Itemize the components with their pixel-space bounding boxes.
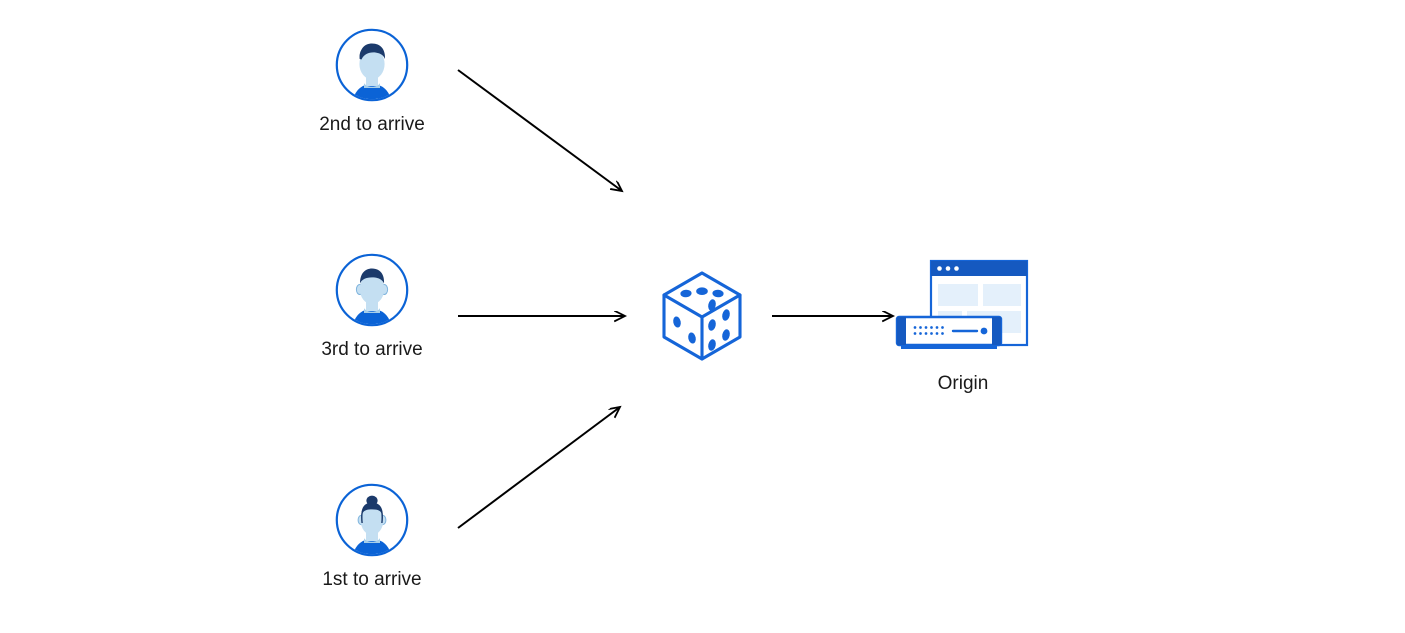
origin-label: Origin [937,373,989,394]
client-label-second: 2nd to arrive [319,114,425,135]
server-device [895,315,1003,349]
client-label-third: 3rd to arrive [321,339,423,360]
user-avatar-icon [335,253,409,327]
user-avatar-icon [335,483,409,557]
client-label-first: 1st to arrive [322,569,422,590]
origin-server-icon [895,259,1029,349]
window-dots [937,266,959,271]
user-avatar-icon [335,28,409,102]
arrow-first-to-dice [457,407,620,529]
dice-icon [662,271,742,361]
